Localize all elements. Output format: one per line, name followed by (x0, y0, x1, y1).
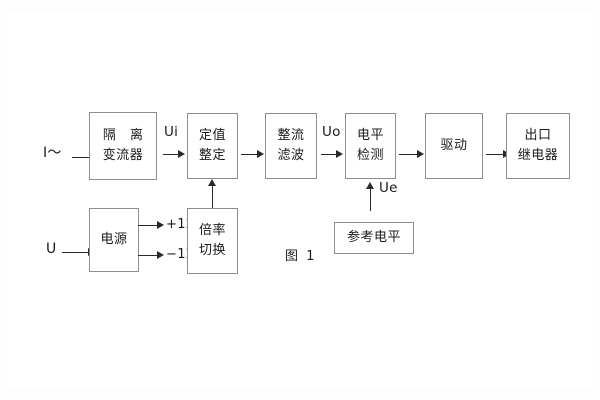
rail-negative-12v-arrowhead (157, 250, 164, 259)
block-drive: 驱动 (425, 113, 483, 179)
diagram-frame: I～ 隔 离 变流器 Ui 定值 整定 整流 滤波 Uo (8, 12, 592, 388)
block-rectify-filter: 整流 滤波 (265, 113, 317, 179)
drive-to-relay-line (486, 154, 504, 155)
figure-caption: 图 1 (285, 249, 317, 264)
block-isolation-transformer-line1: 隔 离 (102, 127, 149, 143)
block-power-supply-line1: 电源 (100, 231, 128, 247)
rail-positive-12v-arrowhead (157, 220, 164, 229)
current-input-label: I～ (43, 145, 62, 161)
block-setting-value-line1: 定值 (198, 127, 226, 143)
uo-connector-line (321, 154, 337, 155)
block-isolation-transformer-line2: 变流器 (102, 148, 144, 163)
signal-uo-label: Uo (322, 124, 341, 140)
setting-to-rectify-arrowhead (257, 149, 264, 158)
signal-ue-label: Ue (379, 180, 398, 196)
voltage-input-label: U (46, 241, 57, 257)
rail-positive-12v-line (138, 225, 158, 226)
current-input-line (72, 157, 90, 158)
block-reference-level-line1: 参考电平 (346, 229, 401, 245)
setting-to-rectify-line (241, 154, 258, 155)
voltage-input-line (62, 252, 89, 253)
level-to-drive-line (399, 154, 418, 155)
block-setting-value: 定值 整定 (187, 113, 238, 179)
block-power-supply: 电源 (89, 208, 139, 272)
ui-connector-arrowhead (178, 149, 185, 158)
block-reference-level: 参考电平 (334, 222, 414, 254)
block-level-detection-line2: 检测 (356, 148, 384, 163)
rail-negative-12v-line (138, 255, 158, 256)
level-to-drive-arrowhead (417, 149, 424, 158)
block-drive-line1: 驱动 (440, 137, 468, 153)
signal-ui-label: Ui (164, 124, 179, 140)
block-output-relay-line1: 出口 (524, 127, 552, 143)
block-setting-value-line2: 整定 (198, 148, 226, 163)
block-rectify-filter-line2: 滤波 (277, 148, 305, 163)
block-multiplier-switch: 倍率 切换 (187, 208, 238, 274)
reference-to-level-line (370, 189, 371, 211)
block-multiplier-switch-line2: 切换 (198, 243, 226, 258)
block-rectify-filter-line1: 整流 (277, 127, 305, 143)
block-level-detection: 电平 检测 (345, 113, 396, 179)
block-multiplier-switch-line1: 倍率 (198, 222, 226, 238)
ui-connector-line (163, 154, 179, 155)
block-output-relay-line2: 继电器 (517, 148, 559, 163)
reference-to-level-arrowhead (365, 182, 374, 189)
block-isolation-transformer: 隔 离 变流器 (89, 112, 157, 180)
multiplier-to-setting-line (212, 186, 213, 208)
uo-connector-arrowhead (336, 149, 343, 158)
block-output-relay: 出口 继电器 (506, 113, 570, 179)
multiplier-to-setting-arrowhead (207, 179, 216, 186)
block-level-detection-line1: 电平 (356, 127, 384, 143)
